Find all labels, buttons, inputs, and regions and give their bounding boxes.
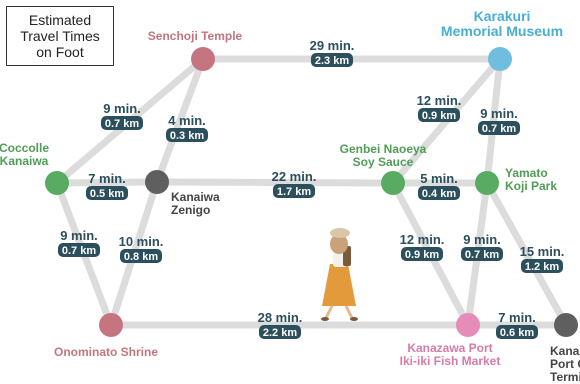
legend-title: Estimated Travel Times on Foot — [6, 6, 114, 66]
distance-pill — [461, 247, 503, 261]
route-label-yamato-port: 9 min. 0.7 km — [461, 232, 503, 261]
travel-time: 9 min. — [463, 232, 501, 247]
travel-distance: 2.2 km — [263, 327, 297, 339]
travel-time: 29 min. — [310, 38, 355, 53]
travel-distance: 0.7 km — [62, 245, 96, 257]
travel-distance: 0.3 km — [170, 130, 204, 142]
route-label-genbei-yamato: 5 min. 0.4 km — [418, 171, 460, 200]
route-label-zenigo-genbei: 22 min. 1.7 km — [272, 169, 317, 198]
place-label-senchoji: Senchoji Temple — [148, 29, 243, 43]
distance-pill — [86, 186, 128, 200]
travel-time: 12 min. — [417, 93, 462, 108]
route-label-genbei-karakuri: 12 min. 0.9 km — [417, 93, 462, 122]
travel-distance: 0.5 km — [90, 188, 124, 200]
route-line-coccolle-zenigo — [53, 178, 161, 187]
travel-time: 5 min. — [420, 171, 458, 186]
distance-pill — [311, 53, 353, 67]
travel-time: 7 min. — [88, 171, 126, 186]
walking-woman-illustration — [321, 228, 358, 321]
distance-pill — [521, 259, 563, 273]
route-label-zenigo-onominato: 10 min. 0.8 km — [119, 234, 164, 263]
travel-time: 15 min. — [520, 244, 565, 259]
travel-time: 22 min. — [272, 169, 317, 184]
distance-pill — [273, 184, 315, 198]
distance-pill — [259, 325, 301, 339]
place-marker-kanazawa-port-terminal[interactable] — [554, 313, 578, 337]
route-label-coccolle-zenigo: 7 min. 0.5 km — [86, 171, 128, 200]
place-marker-yamato[interactable] — [475, 171, 499, 195]
travel-distance: 0.7 km — [105, 118, 139, 130]
distance-pill — [58, 243, 100, 257]
travel-distance: 1.7 km — [277, 186, 311, 198]
place-marker-onominato[interactable] — [99, 313, 123, 337]
travel-time: 9 min. — [103, 101, 141, 116]
travel-distance: 0.6 km — [500, 327, 534, 339]
travel-distance: 0.7 km — [482, 123, 516, 135]
travel-time: 9 min. — [60, 228, 98, 243]
route-line-zenigo-genbei — [153, 178, 397, 187]
place-marker-kanaiwa-zenigo[interactable] — [145, 170, 169, 194]
place-marker-coccolle[interactable] — [45, 171, 69, 195]
route-label-coccolle-onominato: 9 min. 0.7 km — [58, 228, 100, 257]
travel-time: 7 min. — [498, 310, 536, 325]
travel-distance: 0.4 km — [422, 188, 456, 200]
travel-time: 9 min. — [480, 106, 518, 121]
place-label-onominato: Onominato Shrine — [54, 345, 158, 359]
travel-time: 10 min. — [119, 234, 164, 249]
distance-pill — [418, 108, 460, 122]
distance-pill — [496, 325, 538, 339]
place-marker-senchoji[interactable] — [191, 47, 215, 71]
distance-pill — [166, 128, 208, 142]
travel-time: 4 min. — [168, 113, 206, 128]
travel-distance: 0.9 km — [405, 249, 439, 261]
place-marker-karakuri[interactable] — [488, 47, 512, 71]
distance-pill — [418, 186, 460, 200]
place-marker-genbei[interactable] — [381, 171, 405, 195]
distance-pill — [478, 121, 520, 135]
route-label-onominato-port: 28 min. 2.2 km — [258, 310, 303, 339]
travel-distance: 0.9 km — [422, 110, 456, 122]
distance-pill — [101, 116, 143, 130]
route-label-senchoji-karakuri: 29 min. 2.3 km — [310, 38, 355, 67]
route-label-port-terminal: 7 min. 0.6 km — [496, 310, 538, 339]
travel-distance: 1.2 km — [525, 261, 559, 273]
travel-distance: 2.3 km — [315, 55, 349, 67]
route-labels: 29 min. 2.3 km 9 min. 0.7 km 4 min. 0.3 km 12 … — [58, 38, 564, 339]
travel-time: 12 min. — [400, 232, 445, 247]
route-label-genbei-port: 12 min. 0.9 km — [400, 232, 445, 261]
travel-distance: 0.8 km — [124, 251, 158, 263]
place-marker-kanazawa-port[interactable] — [456, 313, 480, 337]
travel-time: 28 min. — [258, 310, 303, 325]
route-label-yamato-karakuri: 9 min. 0.7 km — [478, 106, 520, 135]
route-label-zenigo-senchoji: 4 min. 0.3 km — [166, 113, 208, 142]
travel-distance: 0.7 km — [465, 249, 499, 261]
route-line-zenigo-senchoji — [153, 55, 207, 186]
distance-pill — [401, 247, 443, 261]
route-label-yamato-terminal: 15 min. 1.2 km — [520, 244, 565, 273]
distance-pill — [120, 249, 162, 263]
route-label-coccolle-senchoji: 9 min. 0.7 km — [101, 101, 143, 130]
route-line-yamato-terminal — [483, 179, 570, 329]
